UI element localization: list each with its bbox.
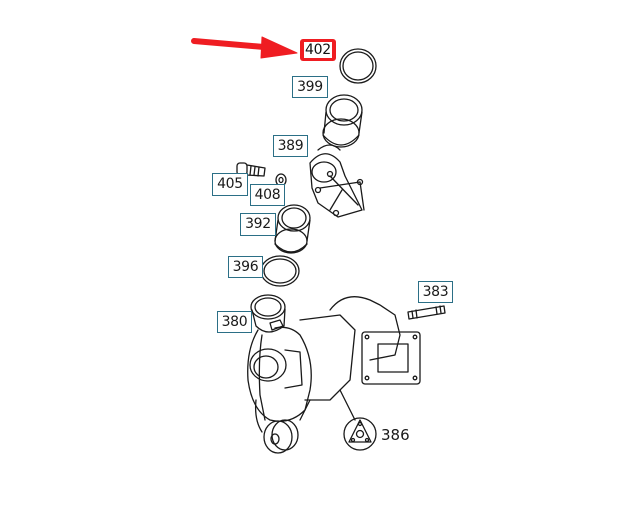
part-402-seal-ring [339,48,377,84]
red-arrow-icon [191,36,298,59]
part-389-bracket [309,144,365,218]
part-label-392[interactable]: 392 [240,213,276,236]
part-380-turbocharger [247,294,421,454]
part-label-396[interactable]: 396 [228,256,263,278]
part-396-seal-ring [260,255,300,287]
part-383-stud [407,305,446,320]
part-386-triangle-nut [343,417,377,451]
part-405-bolt [236,162,266,177]
part-label-383[interactable]: 383 [418,281,453,303]
part-label-389[interactable]: 389 [273,135,308,157]
part-label-405[interactable]: 405 [212,173,248,196]
part-label-402-text: 402 [304,42,332,58]
part-399-sleeve [322,94,363,148]
part-label-399[interactable]: 399 [292,76,328,98]
part-label-408[interactable]: 408 [250,184,285,206]
part-label-402[interactable]: 402 [300,39,336,61]
part-label-386[interactable]: 386 [381,426,410,444]
part-392-sleeve [274,204,311,254]
part-label-380[interactable]: 380 [217,311,252,333]
